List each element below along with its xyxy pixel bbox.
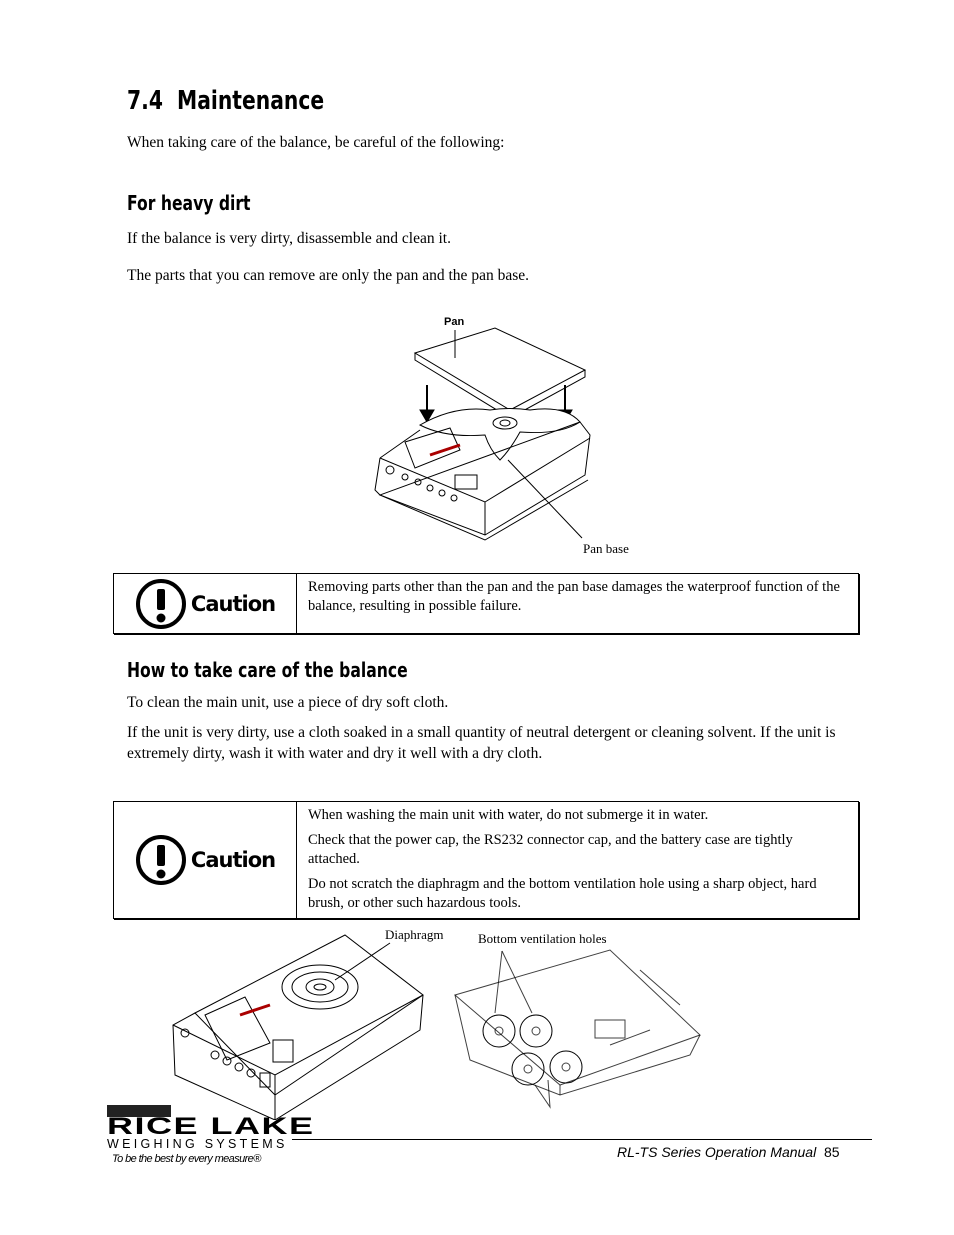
caution-text: Removing parts other than the pan and th… [308, 579, 840, 614]
pan-illustration [413, 327, 587, 411]
diaphragm-label: Diaphragm [385, 927, 444, 942]
vent-hole-marker [549, 1050, 583, 1084]
section-heading: 7.4 Maintenance [127, 86, 380, 116]
vent-hole-marker [519, 1014, 553, 1048]
page-number: 85 [823, 1144, 840, 1160]
caution-item: Check that the power cap, the RS232 conn… [308, 832, 793, 867]
caution-text-list: When washing the main unit with water, d… [297, 802, 858, 918]
logo-bar [107, 1105, 171, 1117]
caution-box-2: Caution When washing the main unit with … [113, 801, 859, 919]
care-paragraph-1: To clean the main unit, use a piece of d… [127, 694, 449, 711]
logo-subtitle: WEIGHING SYSTEMS [107, 1137, 288, 1151]
care-heading: How to take care of the balance [127, 658, 408, 682]
exclamation-circle-icon [135, 835, 186, 885]
ventilation-holes-figure [453, 949, 701, 1109]
section-number: 7.4 [127, 86, 163, 116]
care-paragraph-2: If the unit is very dirty, use a cloth s… [127, 724, 836, 762]
intro-text: When taking care of the balance, be care… [127, 134, 505, 151]
footer-rule [292, 1139, 872, 1140]
logo-tagline: To be the best by every measure® [112, 1153, 261, 1165]
balance-top-illustration [194, 934, 424, 1096]
caution-item: When washing the main unit with water, d… [308, 807, 709, 823]
diaphragm-figure [172, 934, 424, 1120]
pan-removal-figure [374, 327, 591, 541]
diaphragm-illustration [281, 964, 359, 1010]
logo-brand: RICE LAKE [107, 1113, 315, 1140]
pan-label: Pan [444, 316, 465, 328]
heavy-dirt-heading: For heavy dirt [127, 191, 251, 215]
caution-badge: Caution [114, 802, 297, 918]
caution-badge: Caution [114, 574, 297, 633]
section-title: Maintenance [177, 86, 325, 116]
exclamation-circle-icon [135, 578, 186, 629]
balance-bottom-illustration [453, 949, 701, 1086]
balance-body-illustration [378, 421, 591, 536]
caution-label: Caution [190, 848, 276, 872]
footer-manual-title: RL-TS Series Operation Manual 85 [617, 1144, 840, 1160]
vent-hole-marker [482, 1014, 516, 1048]
caution-label: Caution [190, 591, 276, 616]
heavy-dirt-paragraph-2: The parts that you can remove are only t… [127, 267, 529, 284]
heavy-dirt-paragraph-1: If the balance is very dirty, disassembl… [127, 230, 451, 247]
vent-holes-label: Bottom ventilation holes [478, 931, 607, 946]
pan-base-label: Pan base [583, 541, 629, 556]
caution-box-1: Caution Removing parts other than the pa… [113, 573, 859, 634]
caution-item: Do not scratch the diaphragm and the bot… [308, 876, 817, 911]
pan-base-illustration [418, 408, 581, 461]
vent-hole-marker [511, 1052, 545, 1086]
